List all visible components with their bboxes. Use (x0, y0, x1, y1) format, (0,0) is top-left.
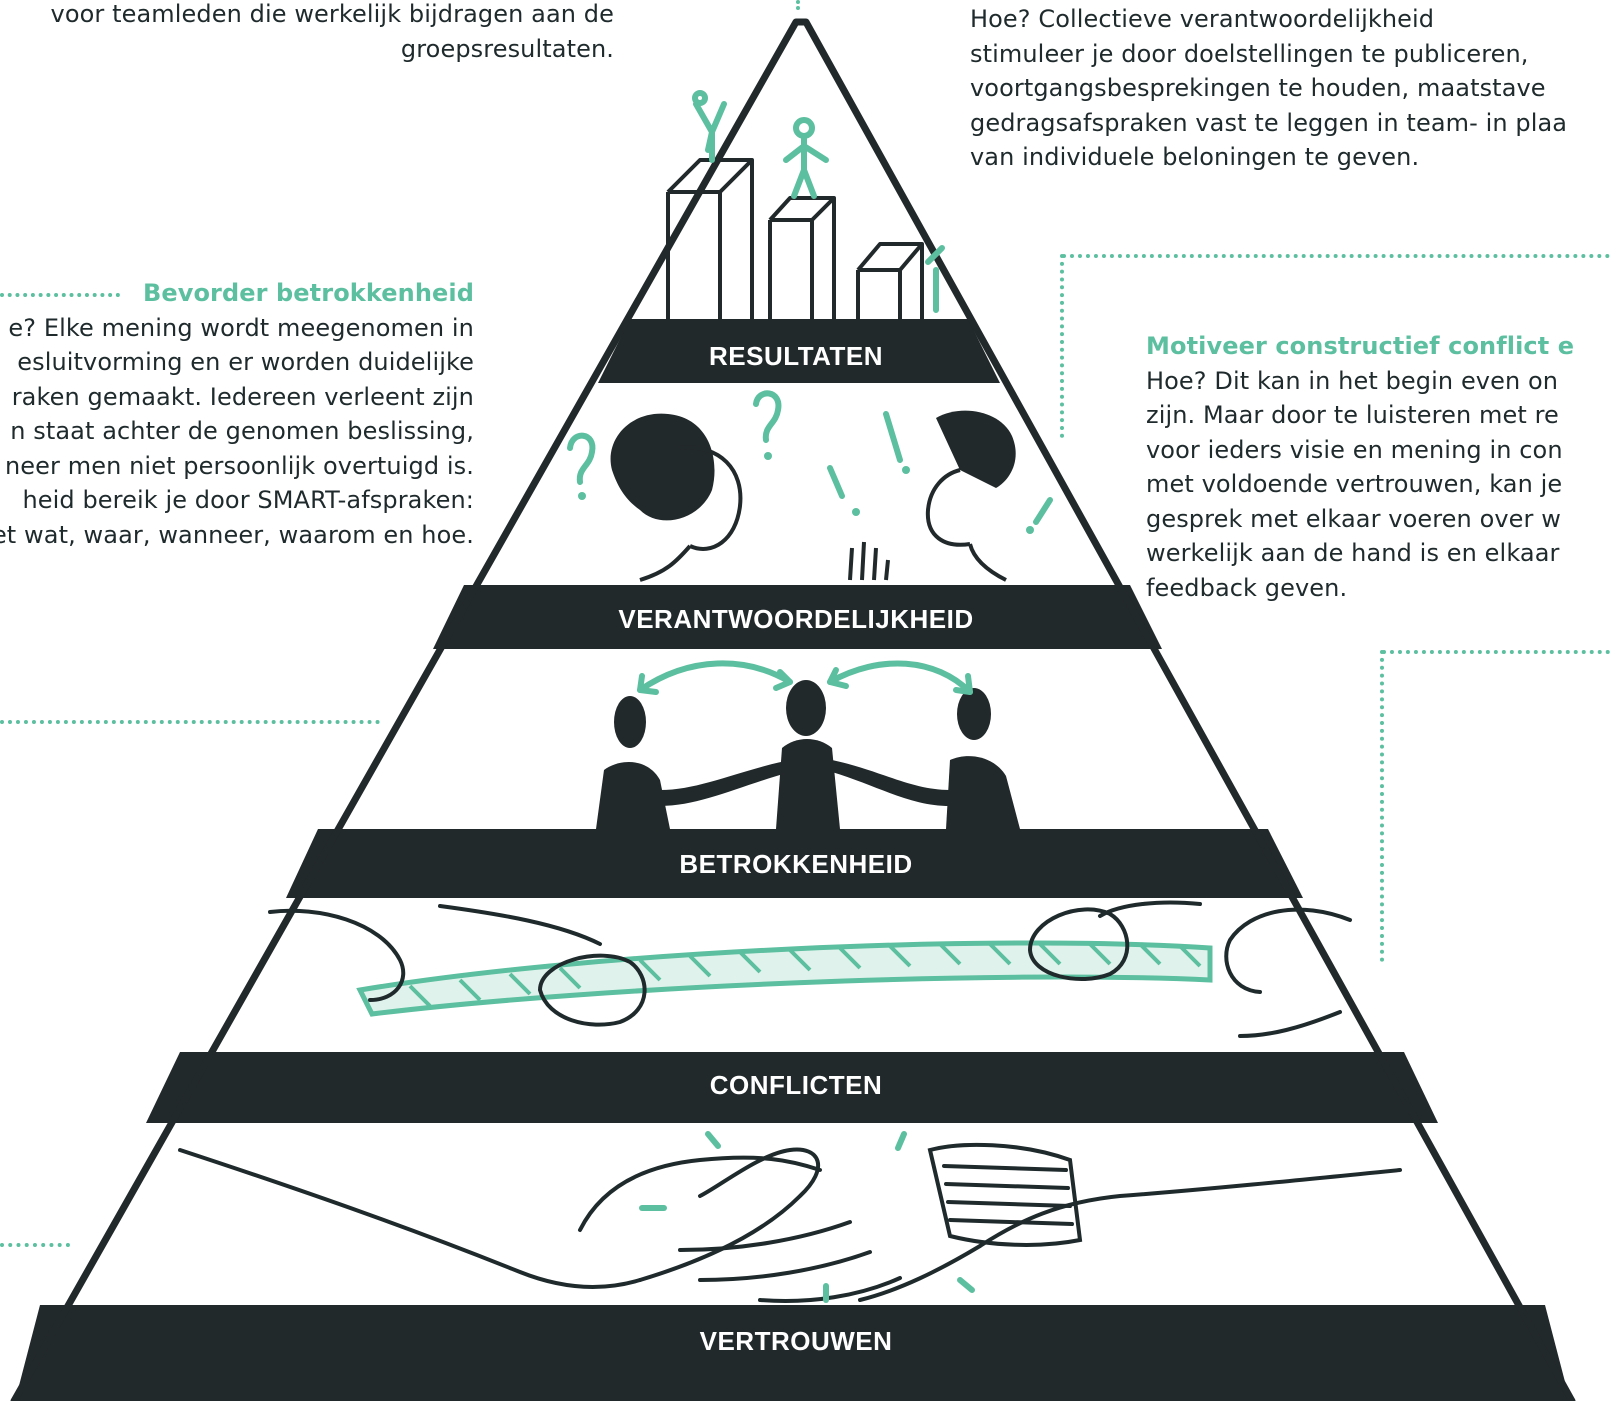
band-betrokkenheid (286, 829, 1303, 898)
level-label-betrokkenheid: BETROKKENHEID (679, 849, 912, 879)
text-line: voor teamleden die werkelijk bijdragen a… (50, 0, 614, 28)
text-line: gedragsafspraken vast te leggen in team-… (970, 108, 1568, 137)
band-conflicten (146, 1052, 1438, 1123)
connector-left-betrokkenheid (0, 293, 120, 297)
level-label-verantwoordelijkheid: VERANTWOORDELIJKHEID (618, 604, 973, 634)
level-label-conflicten: CONFLICTEN (710, 1070, 883, 1100)
illustration-handshake (178, 1131, 1402, 1304)
connector-top-center (796, 0, 800, 10)
text-line: gesprek met elkaar voeren over w (1146, 504, 1561, 533)
right-text-block: Motiveer constructief conflict e Hoe? Di… (1146, 329, 1574, 605)
text-line: Hoe? Dit kan in het begin even on (1146, 366, 1559, 395)
right-heading: Motiveer constructief conflict e (1146, 332, 1575, 360)
text-line: met voldoende vertrouwen, kan je (1146, 470, 1563, 498)
connector-right-lower (1382, 650, 1610, 654)
pyramid-bands (15, 319, 1570, 1401)
level-label-vertrouwen: VERTROUWEN (700, 1326, 893, 1356)
connector-left-middle (0, 720, 380, 724)
pyramid-outline (10, 18, 1576, 1401)
text-line: Hoe? Collectieve verantwoordelijkheid (970, 5, 1435, 33)
left-heading: Bevorder betrokkenheid (142, 279, 474, 307)
text-line: van individuele beloningen te geven. (970, 143, 1420, 171)
left-text-block: Bevorder betrokkenheid e? Elke mening wo… (0, 276, 474, 552)
text-line: zijn. Maar door te luisteren met re (1146, 401, 1559, 429)
text-line: werkelijk aan de hand is en elkaar (1146, 539, 1560, 567)
level-label-resultaten: RESULTATEN (709, 341, 883, 371)
illustration-faces (567, 390, 1053, 582)
band-resultaten (598, 319, 1000, 383)
text-line: et wat, waar, wanneer, waarom en hoe. (0, 520, 474, 549)
text-line: esluitvorming en er worden duidelijke (17, 348, 474, 376)
connector-left-bottom (0, 1243, 70, 1247)
connector-right-conflict-vertical (1060, 254, 1064, 438)
text-line: stimuleer je door doelstellingen te publ… (970, 39, 1529, 68)
illustration-results (666, 90, 945, 319)
text-line: groepsresultaten. (400, 34, 614, 63)
illustration-tug-of-war (268, 900, 1352, 1038)
text-line: voortgangsbesprekingen te houden, maatst… (970, 74, 1546, 102)
top-right-text-block: Hoe? Collectieve verantwoordelijkheid st… (970, 2, 1567, 175)
text-line: raken gemaakt. Iedereen verleent zijn (11, 382, 474, 411)
text-line: n staat achter de genomen beslissing, (10, 417, 474, 445)
text-line: voor ieders visie en mening in con (1146, 435, 1563, 464)
text-line: e? Elke mening wordt meegenomen in (8, 313, 474, 342)
illustration-people-linked (596, 660, 1020, 829)
connector-right-conflict (1062, 254, 1610, 258)
connector-right-lower-vertical (1380, 650, 1384, 962)
text-line: neer men niet persoonlijk overtuigd is. (5, 451, 474, 480)
band-verantwoordelijkheid (433, 585, 1162, 649)
band-vertrouwen (15, 1305, 1570, 1401)
top-left-text-block: voor teamleden die werkelijk bijdragen a… (51, 0, 614, 66)
text-line: feedback geven. (1146, 573, 1348, 602)
text-line: heid bereik je door SMART-afspraken: (22, 486, 474, 514)
